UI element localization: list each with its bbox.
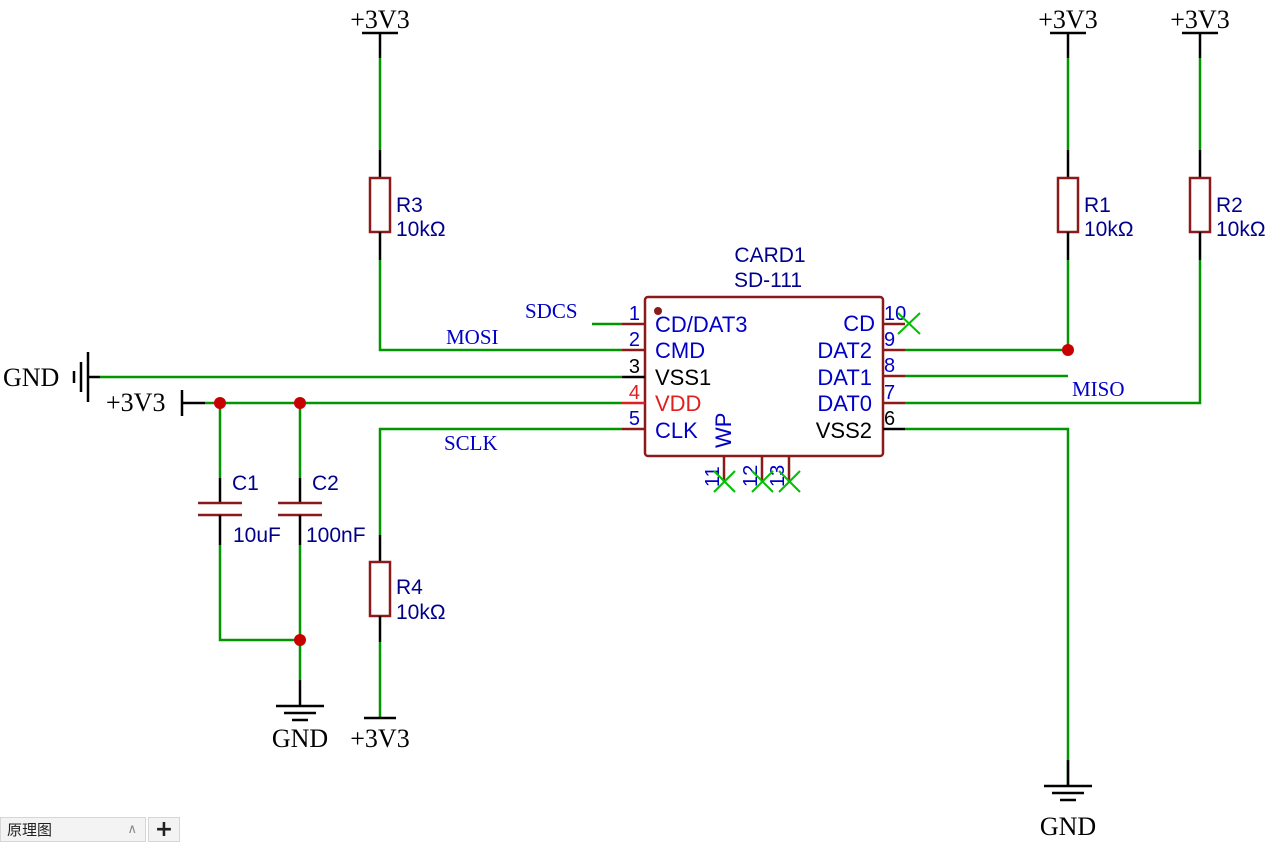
add-sheet-button[interactable]: + bbox=[148, 817, 180, 842]
pin-number: 8 bbox=[884, 355, 895, 377]
component-value: SD-111 bbox=[734, 269, 802, 292]
power-label: +3V3 bbox=[350, 724, 409, 753]
plus-icon: + bbox=[154, 817, 174, 842]
pin-number: 13 bbox=[767, 465, 789, 487]
chevron-up-icon[interactable]: ∧ bbox=[127, 822, 137, 837]
resistor-r2[interactable]: R2 10kΩ bbox=[1188, 58, 1266, 260]
wire-dat2[interactable] bbox=[905, 260, 1070, 352]
net-label-mosi[interactable]: MOSI bbox=[446, 325, 499, 349]
tab-schematic[interactable]: 原理图 ∧ bbox=[0, 817, 146, 842]
wire-mosi[interactable] bbox=[378, 260, 622, 352]
power-label: GND bbox=[3, 363, 59, 392]
power-label: GND bbox=[272, 724, 328, 753]
power-gnd-right[interactable]: GND bbox=[1040, 760, 1096, 841]
net-label-sclk[interactable]: SCLK bbox=[444, 431, 498, 455]
net-label-miso[interactable]: MISO bbox=[1072, 377, 1125, 401]
capacitor-ref: C1 bbox=[232, 472, 259, 495]
resistor-r3[interactable]: R3 10kΩ bbox=[368, 58, 446, 260]
net-label-sdcs[interactable]: SDCS bbox=[525, 299, 578, 323]
resistor-ref: R3 bbox=[396, 194, 423, 217]
component-ref: CARD1 bbox=[734, 244, 805, 267]
capacitor-value: 10uF bbox=[233, 524, 281, 547]
junction-dot bbox=[294, 634, 306, 646]
pin-number: 3 bbox=[629, 356, 640, 378]
tab-label: 原理图 bbox=[7, 821, 53, 839]
capacitor-c1[interactable]: C1 10uF bbox=[198, 472, 281, 547]
power-label: GND bbox=[1040, 812, 1096, 841]
no-connect-marker bbox=[778, 470, 801, 493]
resistor-ref: R4 bbox=[396, 576, 423, 599]
junction-dot bbox=[294, 397, 306, 409]
pin-name: CLK bbox=[655, 418, 698, 443]
sd-card-card1[interactable]: CARD1 SD-111 1 2 3 4 5 CD/DAT3 CMD VSS1 … bbox=[622, 244, 906, 487]
no-connect-marker bbox=[897, 312, 921, 335]
resistor-value: 10kΩ bbox=[396, 218, 446, 241]
pin-number: 2 bbox=[629, 329, 640, 351]
power-3v3-r4[interactable]: +3V3 bbox=[350, 716, 410, 753]
power-3v3-vdd[interactable]: +3V3 bbox=[106, 388, 205, 417]
sheet-tab-bar: 原理图 ∧ + bbox=[0, 816, 190, 843]
no-connect-marker bbox=[713, 470, 736, 493]
capacitor-c2[interactable]: C2 100nF bbox=[278, 472, 366, 547]
pin-number: 10 bbox=[884, 303, 906, 325]
power-gnd-caps[interactable]: GND bbox=[272, 680, 328, 753]
resistor-value: 10kΩ bbox=[396, 601, 446, 624]
wire-miso[interactable] bbox=[905, 260, 1202, 405]
resistor-value: 10kΩ bbox=[1216, 218, 1266, 241]
pin-number: 1 bbox=[629, 303, 640, 325]
resistor-ref: R1 bbox=[1084, 194, 1111, 217]
pin-name: VSS1 bbox=[655, 365, 711, 390]
pin-number: 4 bbox=[629, 382, 640, 404]
capacitor-ref: C2 bbox=[312, 472, 339, 495]
junction-dot bbox=[1062, 344, 1074, 356]
power-gnd-left[interactable]: GND bbox=[3, 352, 100, 402]
resistor-r1[interactable]: R1 10kΩ bbox=[1056, 58, 1134, 260]
pin-number: 7 bbox=[884, 382, 895, 404]
power-label: +3V3 bbox=[1038, 5, 1097, 34]
pin-name: CD bbox=[843, 311, 875, 336]
pin-number: 9 bbox=[884, 329, 895, 351]
power-3v3-r3[interactable]: +3V3 bbox=[350, 5, 410, 58]
pin-number: 11 bbox=[702, 466, 724, 487]
pin-name: VDD bbox=[655, 391, 701, 416]
pin-number: 6 bbox=[884, 408, 895, 430]
capacitor-value: 100nF bbox=[306, 524, 366, 547]
power-3v3-r1[interactable]: +3V3 bbox=[1038, 5, 1098, 58]
pin-name: CD/DAT3 bbox=[655, 312, 748, 337]
pin-name: DAT2 bbox=[817, 338, 872, 363]
resistor-value: 10kΩ bbox=[1084, 218, 1134, 241]
resistor-ref: R2 bbox=[1216, 194, 1243, 217]
power-label: +3V3 bbox=[1170, 5, 1229, 34]
power-label: +3V3 bbox=[106, 388, 165, 417]
pin-name: DAT1 bbox=[817, 365, 872, 390]
pin-number: 5 bbox=[629, 408, 640, 430]
resistor-r4[interactable]: R4 10kΩ bbox=[368, 535, 446, 642]
no-connect-marker bbox=[751, 470, 774, 493]
pin-name: WP bbox=[711, 413, 736, 448]
pin-number: 12 bbox=[740, 465, 762, 487]
pin-name: CMD bbox=[655, 338, 705, 363]
pin-name: VSS2 bbox=[816, 418, 872, 443]
power-3v3-r2[interactable]: +3V3 bbox=[1170, 5, 1230, 58]
pin1-marker bbox=[654, 307, 662, 315]
power-label: +3V3 bbox=[350, 5, 409, 34]
pin-name: DAT0 bbox=[817, 391, 872, 416]
wire-sclk[interactable] bbox=[378, 427, 622, 535]
junction-dot bbox=[214, 397, 226, 409]
wire-vss2[interactable] bbox=[905, 427, 1070, 785]
wire-c1[interactable] bbox=[218, 403, 300, 642]
